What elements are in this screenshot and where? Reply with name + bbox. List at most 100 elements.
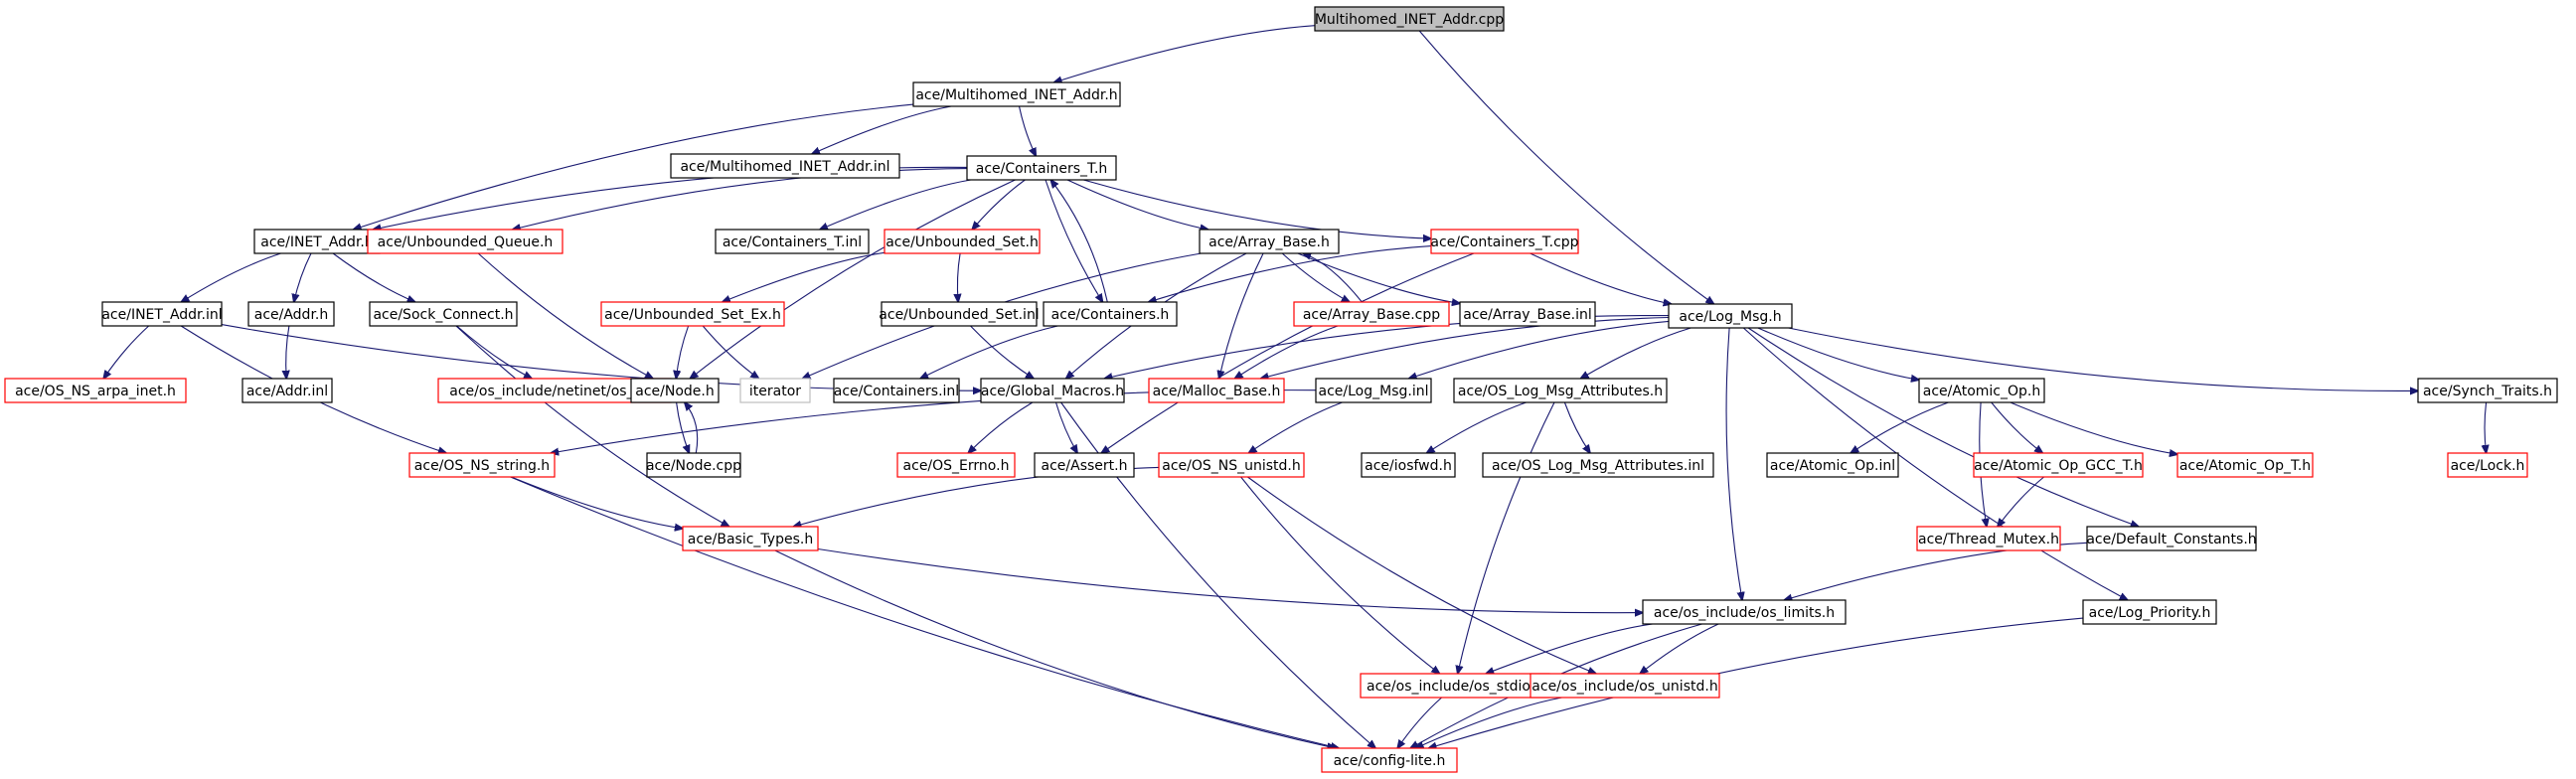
node-addr-h[interactable]: ace/Addr.h	[247, 301, 335, 327]
edge-atomic_op_h-to-atomic_op_inl	[1851, 401, 1949, 453]
node-array-base-inl[interactable]: ace/Array_Base.inl	[1459, 301, 1596, 327]
node-log-msg-h[interactable]: ace/Log_Msg.h	[1668, 303, 1793, 329]
node-sock-conn-h[interactable]: ace/Sock_Connect.h	[369, 301, 518, 327]
node-box	[1668, 303, 1793, 329]
edge-mh_h-to-mh_inl	[812, 105, 952, 154]
node-label: ace/os_include/os_stdio.h	[1367, 679, 1543, 695]
node-box	[966, 155, 1117, 181]
node-containers-inl[interactable]: ace/Containers.inl	[833, 378, 960, 403]
node-root[interactable]: Multihomed_INET_Addr.cpp	[1314, 6, 1505, 32]
node-label: ace/Synch_Traits.h	[2423, 384, 2552, 399]
edge-os_ns_string-to-config_lite	[510, 476, 1340, 748]
node-box	[912, 81, 1121, 107]
edge-cont_T_cpp-to-log_msg_h	[1530, 252, 1672, 304]
node-addr-inl[interactable]: ace/Addr.inl	[242, 378, 333, 403]
node-cont-T-inl[interactable]: ace/Containers_T.inl	[715, 229, 870, 254]
node-label: ace/OS_Log_Msg_Attributes.h	[1458, 384, 1663, 399]
node-box	[1158, 452, 1305, 478]
node-array-base-h[interactable]: ace/Array_Base.h	[1199, 229, 1340, 254]
node-label: ace/Atomic_Op_GCC_T.h	[1974, 458, 2143, 474]
node-atomic-op-h[interactable]: ace/Atomic_Op.h	[1918, 378, 2045, 403]
node-box	[242, 378, 333, 403]
edge-cont_T_h-to-containers_h	[1045, 179, 1103, 302]
node-log-priority[interactable]: ace/Log_Priority.h	[2082, 599, 2217, 625]
node-cont-T-cpp[interactable]: ace/Containers_T.cpp	[1430, 229, 1579, 254]
edge-cont_T_cpp-to-containers_h	[1149, 245, 1432, 302]
node-node-cpp[interactable]: ace/Node.cpp	[646, 452, 741, 478]
edge-log_msg_h-to-default_const	[1747, 327, 2139, 527]
node-label: ace/Multihomed_INET_Addr.inl	[680, 159, 889, 175]
node-box	[1034, 452, 1135, 478]
node-config-lite[interactable]: ace/config-lite.h	[1321, 747, 1458, 773]
node-inet-inl[interactable]: ace/INET_Addr.inl	[101, 301, 223, 327]
edge-cont_T_h-to-unb_set_h	[972, 179, 1026, 230]
node-os-ns-arpa[interactable]: ace/OS_NS_arpa_inet.h	[4, 378, 187, 403]
node-atomic-gcc[interactable]: ace/Atomic_Op_GCC_T.h	[1973, 452, 2144, 478]
node-label: ace/Default_Constants.h	[2086, 532, 2256, 547]
node-os-ns-unistd[interactable]: ace/OS_NS_unistd.h	[1158, 452, 1305, 478]
node-box	[1293, 301, 1450, 327]
edge-atomic_op_h-to-atomic_T	[2010, 401, 2177, 454]
edge-sock_conn_h-to-os_netinet	[456, 325, 532, 379]
edge-unb_set_ex_h-to-iterator	[702, 325, 758, 379]
node-label: ace/os_include/os_unistd.h	[1531, 679, 1717, 695]
node-os-unistd[interactable]: ace/os_include/os_unistd.h	[1530, 673, 1720, 699]
node-default-const[interactable]: ace/Default_Constants.h	[2086, 526, 2257, 551]
node-unb-set-ex-h[interactable]: ace/Unbounded_Set_Ex.h	[600, 301, 785, 327]
node-label: ace/iosfwd.h	[1365, 458, 1452, 474]
node-log-msg-inl[interactable]: ace/Log_Msg.inl	[1315, 378, 1432, 403]
node-box	[881, 301, 1038, 327]
node-label: ace/os_include/os_limits.h	[1654, 605, 1835, 621]
node-unb-set-h[interactable]: ace/Unbounded_Set.h	[884, 229, 1041, 254]
edge-node_h-to-node_cpp	[676, 401, 690, 453]
edge-inet_h-to-sock_conn_h	[332, 252, 415, 302]
node-label: ace/os_include/netinet/os_in.h	[449, 384, 659, 399]
node-inet-h[interactable]: ace/INET_Addr.h	[253, 229, 381, 254]
node-os-ns-string[interactable]: ace/OS_NS_string.h	[408, 452, 556, 478]
node-label: ace/Containers_T.h	[976, 161, 1108, 177]
edge-log_msg_h-to-malloc_base	[1261, 316, 1670, 380]
node-atomic-T[interactable]: ace/Atomic_Op_T.h	[2176, 452, 2314, 478]
node-os-log-attr-h[interactable]: ace/OS_Log_Msg_Attributes.h	[1453, 378, 1668, 403]
edge-root-to-mh_h	[1054, 25, 1316, 82]
node-unb-set-inl[interactable]: ace/Unbounded_Set.inl	[879, 301, 1040, 327]
node-os-limits[interactable]: ace/os_include/os_limits.h	[1642, 599, 1847, 625]
node-label: ace/Array_Base.cpp	[1303, 307, 1440, 323]
node-containers-h[interactable]: ace/Containers.h	[1043, 301, 1178, 327]
node-label: ace/Thread_Mutex.h	[1918, 532, 2059, 547]
node-lock-h[interactable]: ace/Lock.h	[2447, 452, 2528, 478]
node-mh-inl[interactable]: ace/Multihomed_INET_Addr.inl	[670, 153, 900, 179]
node-global-macros[interactable]: ace/Global_Macros.h	[980, 378, 1125, 403]
edge-array_base_cpp-to-array_base_h	[1303, 253, 1363, 303]
edge-atomic_gcc-to-thread_mutex	[1998, 476, 2044, 527]
node-label: ace/Atomic_Op.inl	[1770, 458, 1895, 474]
node-os-stdio[interactable]: ace/os_include/os_stdio.h	[1360, 673, 1550, 699]
node-thread-mutex[interactable]: ace/Thread_Mutex.h	[1916, 526, 2061, 551]
node-cont-T-h[interactable]: ace/Containers_T.h	[966, 155, 1117, 181]
edge-sock_conn_h-to-basic_types	[455, 325, 729, 527]
node-node-h[interactable]: ace/Node.h	[630, 378, 720, 403]
nodes-layer: Multihomed_INET_Addr.cpp ace/Multihomed_I…	[4, 6, 2558, 773]
edge-synch_traits-to-lock_h	[2485, 401, 2487, 453]
node-label: ace/Basic_Types.h	[688, 532, 813, 547]
node-box	[101, 301, 223, 327]
node-label: ace/Log_Msg.h	[1679, 309, 1781, 325]
node-iosfwd[interactable]: ace/iosfwd.h	[1361, 452, 1456, 478]
node-os-errno[interactable]: ace/OS_Errno.h	[896, 452, 1016, 478]
node-box	[408, 452, 556, 478]
node-box	[4, 378, 187, 403]
node-label: ace/Log_Priority.h	[2089, 605, 2211, 621]
node-malloc-base[interactable]: ace/Malloc_Base.h	[1148, 378, 1285, 403]
edge-os_log_attr_h-to-os_log_attr_inl	[1563, 401, 1590, 453]
node-box	[980, 378, 1125, 403]
node-assert-h[interactable]: ace/Assert.h	[1034, 452, 1135, 478]
node-os-log-attr-inl[interactable]: ace/OS_Log_Msg_Attributes.inl	[1482, 452, 1714, 478]
node-unb-queue-h[interactable]: ace/Unbounded_Queue.h	[367, 229, 564, 254]
node-atomic-op-inl[interactable]: ace/Atomic_Op.inl	[1766, 452, 1899, 478]
node-array-base-cpp[interactable]: ace/Array_Base.cpp	[1293, 301, 1450, 327]
node-basic-types[interactable]: ace/Basic_Types.h	[682, 526, 819, 551]
edge-os_log_attr_h-to-os_stdio	[1458, 401, 1555, 674]
node-mh-h[interactable]: ace/Multihomed_INET_Addr.h	[912, 81, 1121, 107]
node-synch-traits[interactable]: ace/Synch_Traits.h	[2417, 378, 2558, 403]
node-box	[253, 229, 381, 254]
